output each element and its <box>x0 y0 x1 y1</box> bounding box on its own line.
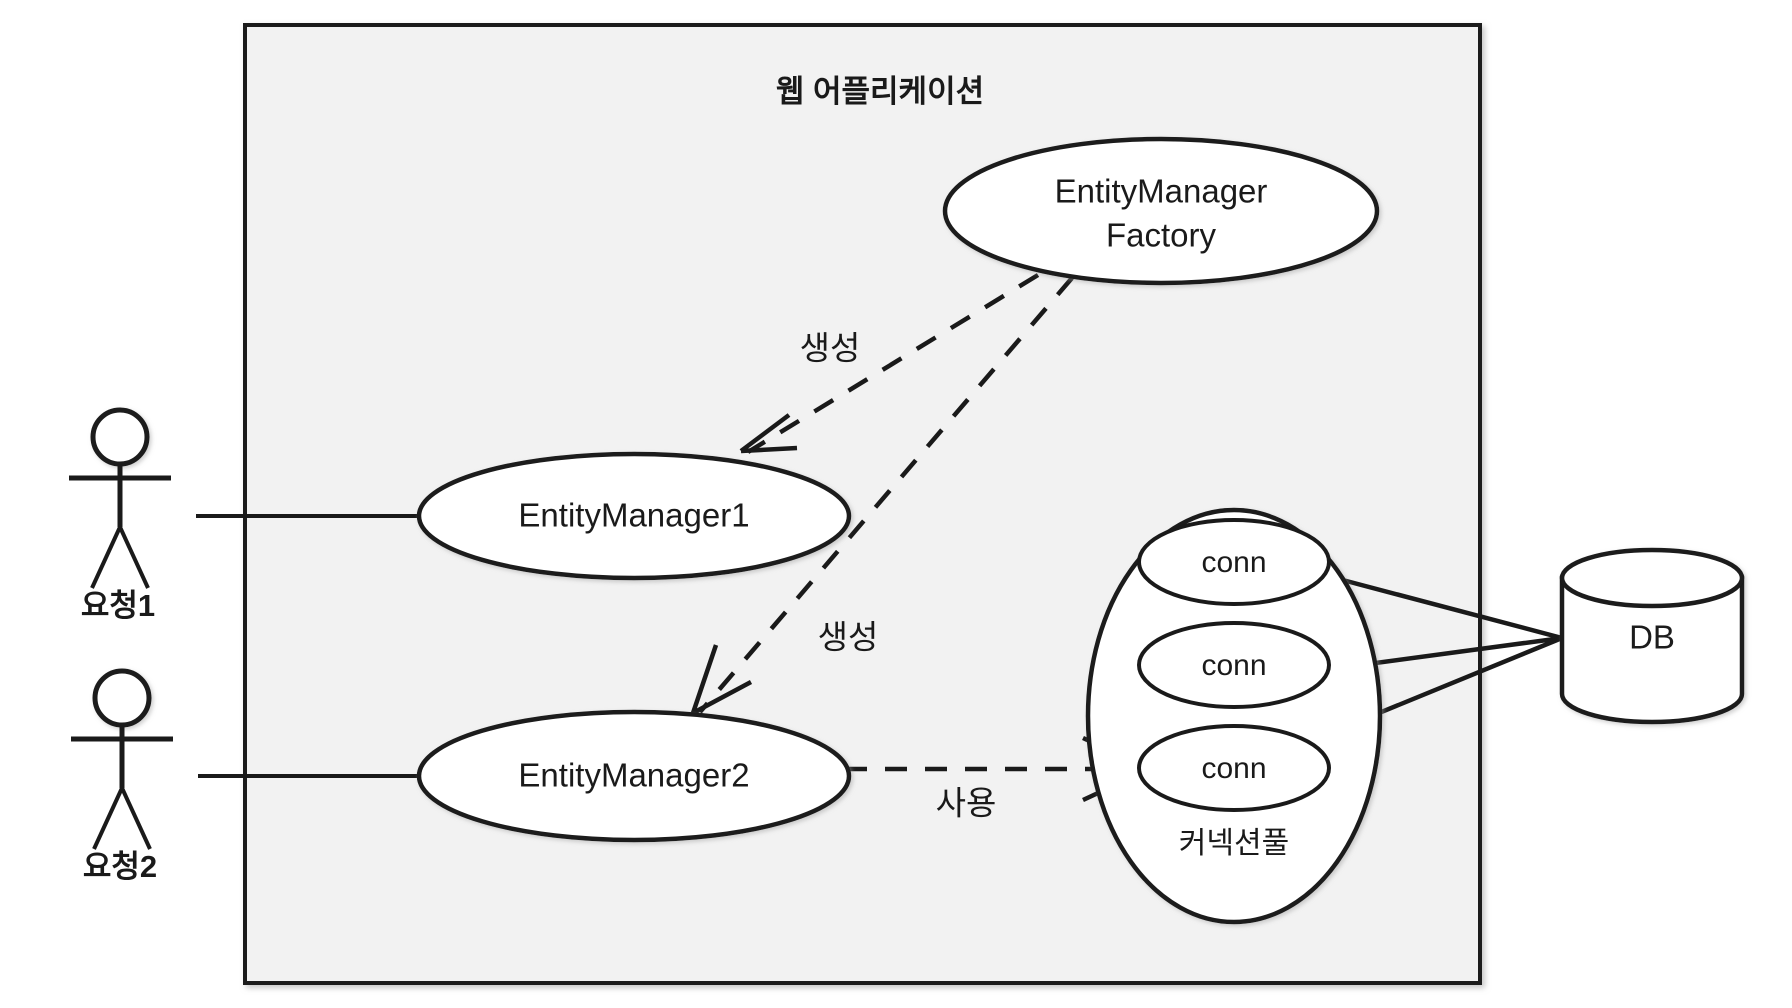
edge-factory-to-em1: 생성 <box>739 273 1040 454</box>
node-connection-pool[interactable]: conn conn conn 커넥션풀 <box>1085 507 1383 925</box>
edge-factory-to-em2-line <box>698 276 1074 714</box>
conn1-ellipse[interactable] <box>1137 518 1331 606</box>
edge-em2-to-conn3-label: 사용 <box>936 785 997 822</box>
db-cylinder-body[interactable] <box>1559 575 1745 725</box>
edge-factory-to-em1-arrowhead-lower <box>740 445 798 454</box>
factory-ellipse[interactable] <box>942 136 1380 286</box>
pool-ellipse[interactable] <box>1085 507 1383 925</box>
em1-ellipse[interactable] <box>416 451 852 581</box>
edge-conn1-to-db <box>1334 575 1563 641</box>
actor1-head-icon <box>90 407 150 467</box>
db-cylinder-top <box>1559 547 1745 609</box>
actor2-left-leg-line <box>92 787 124 850</box>
edge-factory-to-em2: 생성 <box>690 276 1074 715</box>
actor1-label: 요청1 <box>81 588 155 623</box>
node-database[interactable]: DB <box>1559 547 1745 725</box>
node-entity-manager-factory[interactable]: EntityManager Factory <box>942 136 1380 286</box>
conn2-label: conn <box>1201 649 1266 682</box>
factory-label-line2: Factory <box>1106 217 1217 254</box>
node-entity-manager-2[interactable]: EntityManager2 <box>416 709 852 843</box>
actor-request-1: 요청1 <box>69 407 171 623</box>
db-label: DB <box>1629 619 1675 656</box>
em2-ellipse[interactable] <box>416 709 852 843</box>
em1-label: EntityManager1 <box>518 497 749 534</box>
actor1-left-leg-line <box>90 526 122 589</box>
edge-factory-to-em2-arrowhead-lower <box>691 680 753 715</box>
node-conn-3[interactable]: conn <box>1137 724 1331 812</box>
actor2-head-icon <box>92 668 152 728</box>
actor2-right-leg-line <box>120 787 152 850</box>
node-entity-manager-1[interactable]: EntityManager1 <box>416 451 852 581</box>
edge-factory-to-em2-label: 생성 <box>818 619 879 656</box>
edge-factory-to-em1-arrowhead-upper <box>739 413 791 453</box>
container-title: 웹 어플리케이션 <box>776 74 984 109</box>
conn3-label: conn <box>1201 752 1266 785</box>
factory-label-line1: EntityManager <box>1055 173 1268 210</box>
edge-factory-to-em2-arrowhead-upper <box>690 644 719 714</box>
conn3-ellipse[interactable] <box>1137 724 1331 812</box>
conn2-ellipse[interactable] <box>1137 621 1331 709</box>
node-conn-2[interactable]: conn <box>1137 621 1331 709</box>
pool-label: 커넥션풀 <box>1179 827 1289 860</box>
actor1-right-leg-line <box>118 526 150 589</box>
conn1-label: conn <box>1201 546 1266 579</box>
actor2-label: 요청2 <box>83 849 157 884</box>
node-conn-1[interactable]: conn <box>1137 518 1331 606</box>
em2-label: EntityManager2 <box>518 757 749 794</box>
edge-factory-to-em1-label: 생성 <box>800 330 861 367</box>
edge-factory-to-em1-line <box>746 273 1040 454</box>
actor-request-2: 요청2 <box>71 668 173 884</box>
